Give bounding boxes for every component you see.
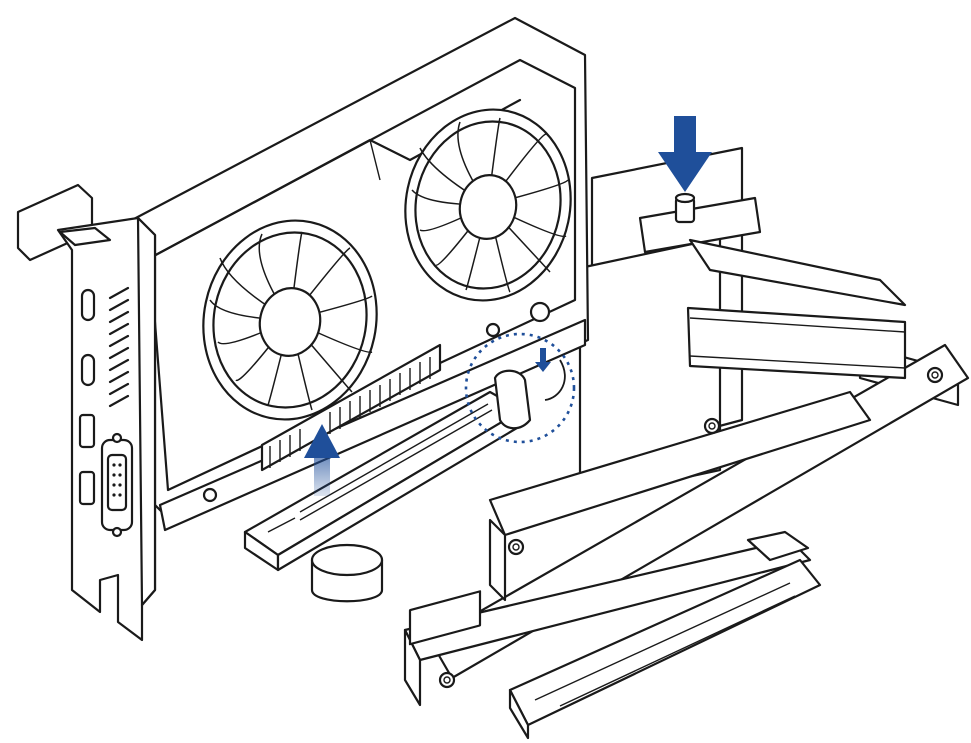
fan-right <box>404 108 572 302</box>
small-arrow-down-icon <box>535 348 551 372</box>
port-dp-1 <box>78 413 96 449</box>
port-usbc-2 <box>80 353 96 387</box>
bracket-vents <box>108 286 130 408</box>
gold-fingers <box>269 357 431 468</box>
graphics-card <box>130 16 590 532</box>
port-usbc-1 <box>80 288 96 322</box>
fan-left <box>202 219 378 421</box>
pcie-slot <box>243 369 532 572</box>
arrow-down-icon <box>658 116 712 192</box>
io-bracket <box>16 183 157 642</box>
cable-clip <box>310 543 384 603</box>
latch-callout <box>464 332 576 444</box>
arrow-up-icon <box>304 424 340 496</box>
riser-frame <box>403 146 970 740</box>
port-dp-2 <box>78 470 96 506</box>
